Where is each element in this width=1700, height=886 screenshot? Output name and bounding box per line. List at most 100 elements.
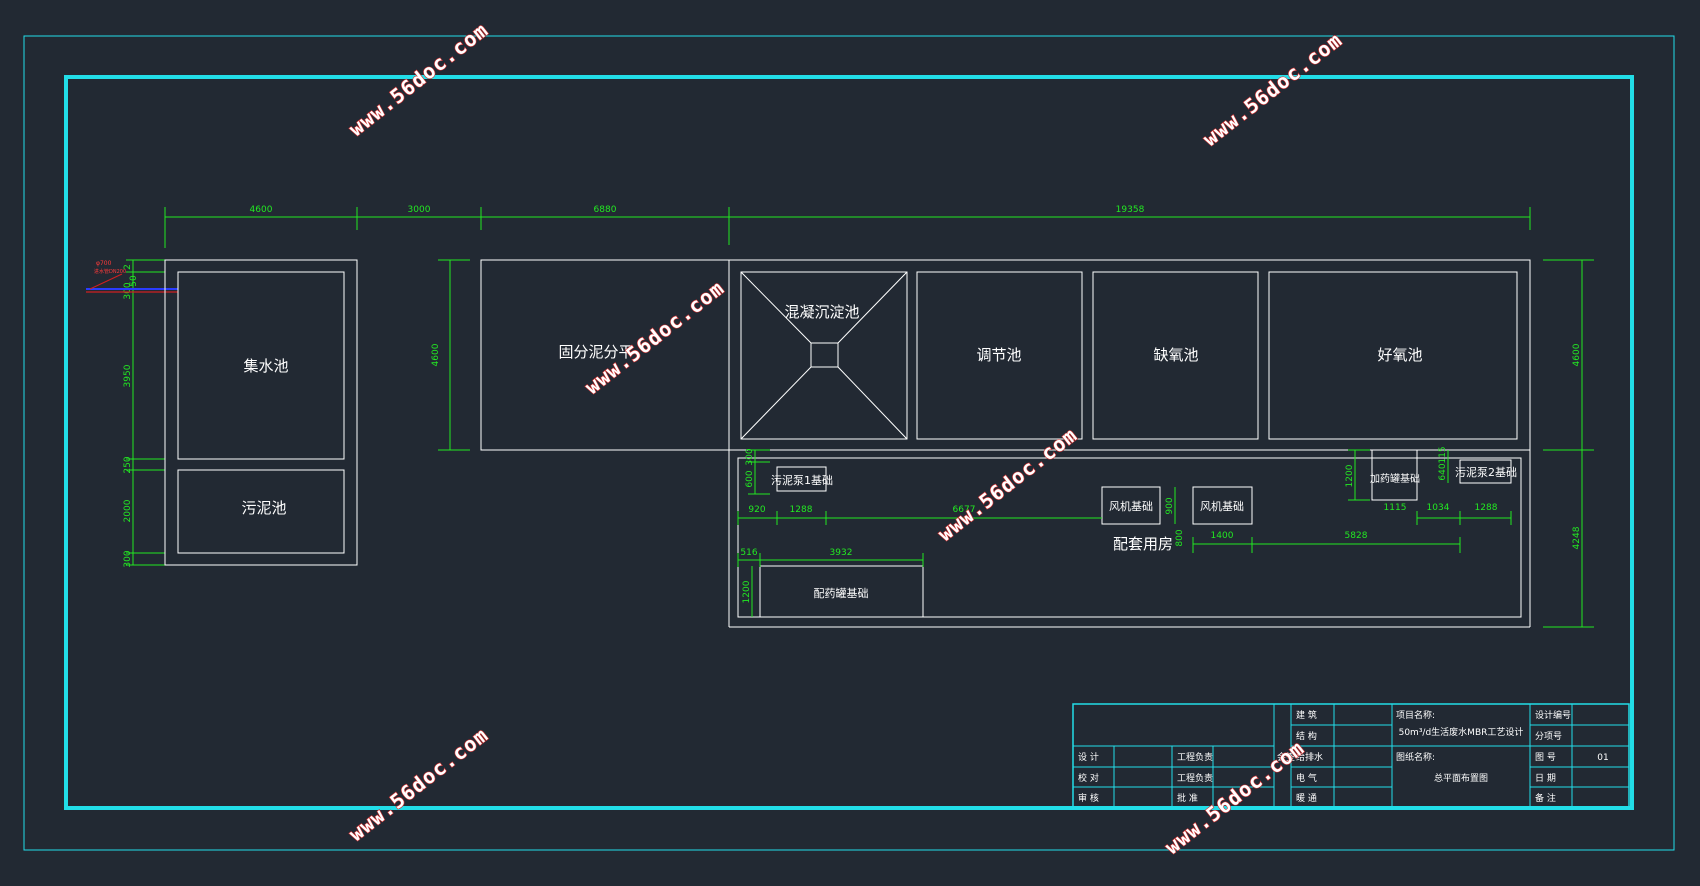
main-building: 固分泥分平 混凝沉淀池 调节池 缺氧池 好氧池 污泥泵1基础 风机基础 风机基础… <box>480 259 1531 628</box>
regulating-tank <box>916 271 1083 440</box>
dim-800: 800 <box>1175 529 1185 546</box>
dim-5828: 5828 <box>1345 531 1368 541</box>
top-dimension-chain: 4600 3000 6880 19358 <box>164 205 1531 248</box>
dim-inner-left: 4600 <box>431 343 441 366</box>
dim-left-4: 300 <box>123 550 133 567</box>
dim-640: 640 <box>1438 463 1448 480</box>
chemical-tank-base <box>759 565 924 618</box>
tb-review: 审 核 <box>1078 792 1099 804</box>
tb-water: 给排水 <box>1296 751 1323 763</box>
dim-left-1: 3950 <box>123 364 133 387</box>
dim-3932: 3932 <box>830 548 853 558</box>
aerobic-tank <box>1268 271 1518 440</box>
dim-left-small-1: 2 <box>123 264 133 270</box>
dim-top-4: 19358 <box>1116 205 1145 215</box>
solid-liquid-separation-label: 固分泥分平 <box>558 343 633 361</box>
tb-design-no: 设计编号 <box>1535 709 1571 721</box>
dim-115: 115 <box>1438 446 1448 463</box>
coagulation-sedimentation-label: 混凝沉淀池 <box>784 303 859 321</box>
tb-remark: 备 注 <box>1535 792 1556 804</box>
tb-project-name: 50m³/d生活废水MBR工艺设计 <box>1399 726 1524 738</box>
blower-base-2-label: 风机基础 <box>1200 499 1244 513</box>
blower-base-1-label: 风机基础 <box>1109 499 1153 513</box>
dim-600: 600 <box>745 470 755 487</box>
tb-sheet-no: 图 号 <box>1535 752 1556 763</box>
dim-1200-chem: 1200 <box>742 580 752 603</box>
drawing-frame <box>64 75 1634 810</box>
tb-sheet-value: 01 <box>1597 753 1608 763</box>
sludge-pump-1-base <box>776 466 827 492</box>
collection-tank <box>177 271 345 460</box>
dim-left-small-2: 50 <box>129 275 139 287</box>
anoxic-tank <box>1092 271 1259 440</box>
left-dimension-chain: 3950 250 2000 300 2 50 300 <box>123 259 165 568</box>
dim-6677: 6677 <box>953 505 976 515</box>
pipe-label-2: 进水管DN200 <box>94 268 126 275</box>
dim-1200-dosing: 1200 <box>1345 464 1355 487</box>
dosing-tank-base-label: 加药罐基础 <box>1370 472 1420 485</box>
dim-left-2: 250 <box>123 456 133 473</box>
tb-project-label: 项目名称: <box>1396 709 1435 721</box>
tb-engineer: 工程负责 <box>1177 751 1213 763</box>
sludge-pump-2-base <box>1459 459 1512 484</box>
auxiliary-room-label: 配套用房 <box>1113 535 1173 553</box>
tb-architecture: 建 筑 <box>1296 709 1317 721</box>
dim-right-1: 4600 <box>1572 343 1582 366</box>
dim-left-3: 2000 <box>123 499 133 522</box>
tb-sub-no: 分项号 <box>1535 731 1562 742</box>
dim-left-small-3: 300 <box>123 282 133 299</box>
tb-date: 日 期 <box>1535 773 1556 784</box>
dim-1115: 1115 <box>1384 503 1407 513</box>
dim-right-2: 4248 <box>1572 526 1582 549</box>
regulating-tank-label: 调节池 <box>976 346 1021 364</box>
dim-top-3: 6880 <box>594 205 617 215</box>
dim-1400: 1400 <box>1211 531 1234 541</box>
tb-drawing-name: 总平面布置图 <box>1434 772 1488 784</box>
dim-900: 900 <box>1165 497 1175 514</box>
dim-1288: 1288 <box>790 505 813 515</box>
sludge-tank <box>177 469 345 554</box>
tb-electrical: 电 气 <box>1296 772 1317 784</box>
left-tank-group: 集水池 污泥池 <box>164 259 358 566</box>
blower-base-1 <box>1101 486 1161 525</box>
watermarks: www.56doc.com www.56doc.com www.56doc.co… <box>344 17 1348 859</box>
auxiliary-room <box>737 457 1522 618</box>
pipe-label-1: φ700 <box>96 260 112 267</box>
dim-1034: 1034 <box>1427 503 1450 513</box>
dim-920: 920 <box>748 505 765 515</box>
blower-base-2 <box>1192 486 1253 525</box>
chemical-tank-base-label: 配药罐基础 <box>814 587 869 600</box>
tb-tech-lead: 工程负责 <box>1177 772 1213 784</box>
dim-516: 516 <box>740 548 757 558</box>
right-dimension-chain: 4600 4248 <box>1543 259 1594 628</box>
watermark-5: www.56doc.com <box>344 723 492 846</box>
sludge-pump-1-label: 污泥泵1基础 <box>771 474 833 487</box>
dim-top-1: 4600 <box>250 205 273 215</box>
watermark-3: www.56doc.com <box>580 276 728 399</box>
tb-countersign: 会签 <box>1277 751 1295 763</box>
aerobic-tank-label: 好氧池 <box>1377 346 1422 364</box>
dim-top-2: 3000 <box>408 205 431 215</box>
inner-left-dimension: 4600 <box>431 259 470 451</box>
room-dimensions: 300 600 920 1288 6677 900 1400 5828 800 … <box>737 446 1512 617</box>
dim-300: 300 <box>745 448 755 465</box>
inlet-pipe: φ700 进水管DN200 <box>86 260 178 293</box>
watermark-4: www.56doc.com <box>933 423 1081 546</box>
dosing-tank-base <box>1371 449 1418 501</box>
tb-structure: 结 构 <box>1296 730 1317 742</box>
tb-approve: 批 准 <box>1177 792 1198 804</box>
sludge-tank-label: 污泥池 <box>241 499 286 517</box>
tb-drawing-label: 图纸名称: <box>1396 751 1435 763</box>
title-block: 设 计 校 对 审 核 工程负责 工程负责 批 准 会签 建 筑 结 构 给排水… <box>1072 703 1630 808</box>
outer-border <box>23 35 1675 851</box>
sludge-pump-2-label: 污泥泵2基础 <box>1455 466 1517 479</box>
coagulation-sedimentation-tank: 混凝沉淀池 <box>740 271 908 440</box>
tb-design: 设 计 <box>1078 751 1099 763</box>
dim-1288b: 1288 <box>1475 503 1498 513</box>
anoxic-tank-label: 缺氧池 <box>1153 346 1198 364</box>
tb-hvac: 暖 通 <box>1296 792 1317 804</box>
collection-tank-label: 集水池 <box>243 357 288 375</box>
watermark-2: www.56doc.com <box>1198 28 1346 151</box>
